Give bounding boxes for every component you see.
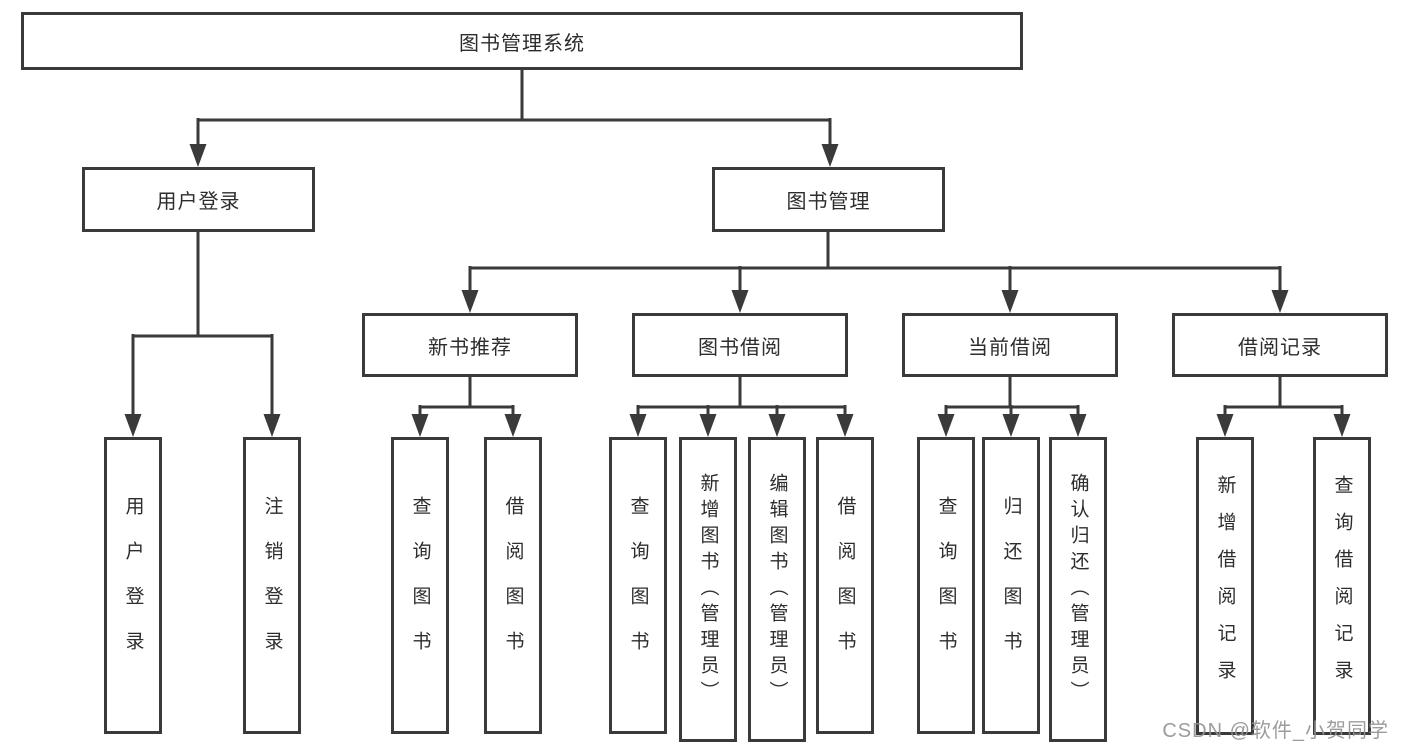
leaf-edit-book-admin-label: 编辑图书（管理员） xyxy=(766,472,788,707)
csdn-watermark: CSDN @软件_小贺同学 xyxy=(1162,720,1389,742)
leaf-user-login: 用户登录 xyxy=(104,437,162,734)
node-current-borrow-label: 当前借阅 xyxy=(968,336,1052,359)
leaf-add-book-admin: 新增图书（管理员） xyxy=(679,437,737,742)
node-borrow-records: 借阅记录 xyxy=(1172,313,1388,377)
node-user-login-branch-label: 用户登录 xyxy=(156,191,241,213)
leaf-borrow-query-book-label: 查询图书 xyxy=(627,495,649,676)
leaf-logout-label: 注销登录 xyxy=(261,495,283,676)
leaf-edit-book-admin: 编辑图书（管理员） xyxy=(748,437,806,742)
node-new-book-recommend: 新书推荐 xyxy=(362,313,578,377)
leaf-borrow-query-book: 查询图书 xyxy=(609,437,667,734)
leaf-add-book-admin-label: 新增图书（管理员） xyxy=(697,472,719,707)
node-user-login-branch: 用户登录 xyxy=(82,167,315,232)
leaf-recommend-query-book-label: 查询图书 xyxy=(409,495,431,676)
leaf-add-borrow-record-label: 新增借阅记录 xyxy=(1214,475,1236,697)
leaf-query-borrow-record-label: 查询借阅记录 xyxy=(1331,475,1353,697)
node-root-label: 图书管理系统 xyxy=(459,32,585,55)
leaf-logout: 注销登录 xyxy=(243,437,301,734)
node-book-management-branch: 图书管理 xyxy=(712,167,945,232)
leaf-confirm-return-admin: 确认归还（管理员） xyxy=(1049,437,1107,742)
node-current-borrow: 当前借阅 xyxy=(902,313,1118,377)
node-root-system: 图书管理系统 xyxy=(21,12,1023,70)
leaf-recommend-borrow-book: 借阅图书 xyxy=(484,437,542,734)
leaf-user-login-label: 用户登录 xyxy=(122,495,144,676)
leaf-recommend-query-book: 查询图书 xyxy=(391,437,449,734)
leaf-current-query-book-label: 查询图书 xyxy=(935,495,957,676)
leaf-borrow-book: 借阅图书 xyxy=(816,437,874,734)
node-borrow-records-label: 借阅记录 xyxy=(1238,336,1322,359)
leaf-add-borrow-record: 新增借阅记录 xyxy=(1196,437,1254,735)
leaf-confirm-return-admin-label: 确认归还（管理员） xyxy=(1067,472,1089,707)
node-new-book-recommend-label: 新书推荐 xyxy=(428,336,512,359)
leaf-query-borrow-record: 查询借阅记录 xyxy=(1313,437,1371,735)
leaf-return-book: 归还图书 xyxy=(982,437,1040,734)
leaf-borrow-book-label: 借阅图书 xyxy=(834,495,856,676)
node-book-borrow-label: 图书借阅 xyxy=(698,336,782,359)
leaf-current-query-book: 查询图书 xyxy=(917,437,975,734)
leaf-return-book-label: 归还图书 xyxy=(1000,495,1022,676)
node-book-management-branch-label: 图书管理 xyxy=(786,191,871,213)
node-book-borrow: 图书借阅 xyxy=(632,313,848,377)
leaf-recommend-borrow-book-label: 借阅图书 xyxy=(502,495,524,676)
